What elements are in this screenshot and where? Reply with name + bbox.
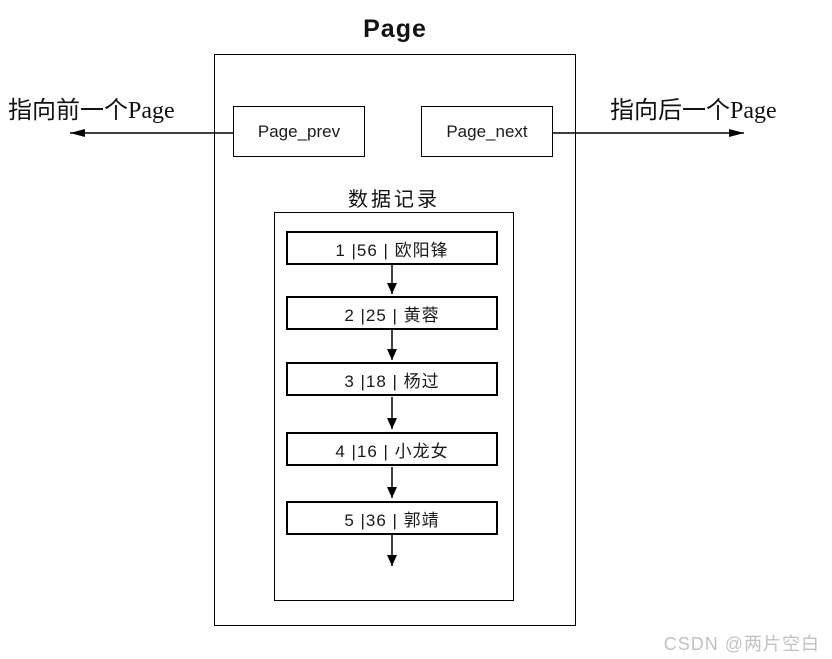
record-row-4: 4 |16 | 小龙女 xyxy=(286,432,498,466)
prev-pointer-label: 指向前一个Page xyxy=(8,98,175,124)
page-prev-label: Page_prev xyxy=(257,121,341,141)
watermark: CSDN @两片空白 xyxy=(663,634,820,654)
page-next-box: Page_next xyxy=(421,106,553,157)
page-title: Page xyxy=(363,15,427,43)
page-prev-box: Page_prev xyxy=(233,106,365,157)
record-row-1: 1 |56 | 欧阳锋 xyxy=(286,231,498,265)
records-container xyxy=(274,212,514,601)
page-box xyxy=(214,54,576,626)
records-title: 数据记录 xyxy=(348,189,440,211)
record-row-2: 2 |25 | 黄蓉 xyxy=(286,296,498,330)
record-row-3: 3 |18 | 杨过 xyxy=(286,362,498,396)
next-pointer-label: 指向后一个Page xyxy=(610,98,777,124)
record-row-5: 5 |36 | 郭靖 xyxy=(286,501,498,535)
page-next-label: Page_next xyxy=(446,121,528,141)
